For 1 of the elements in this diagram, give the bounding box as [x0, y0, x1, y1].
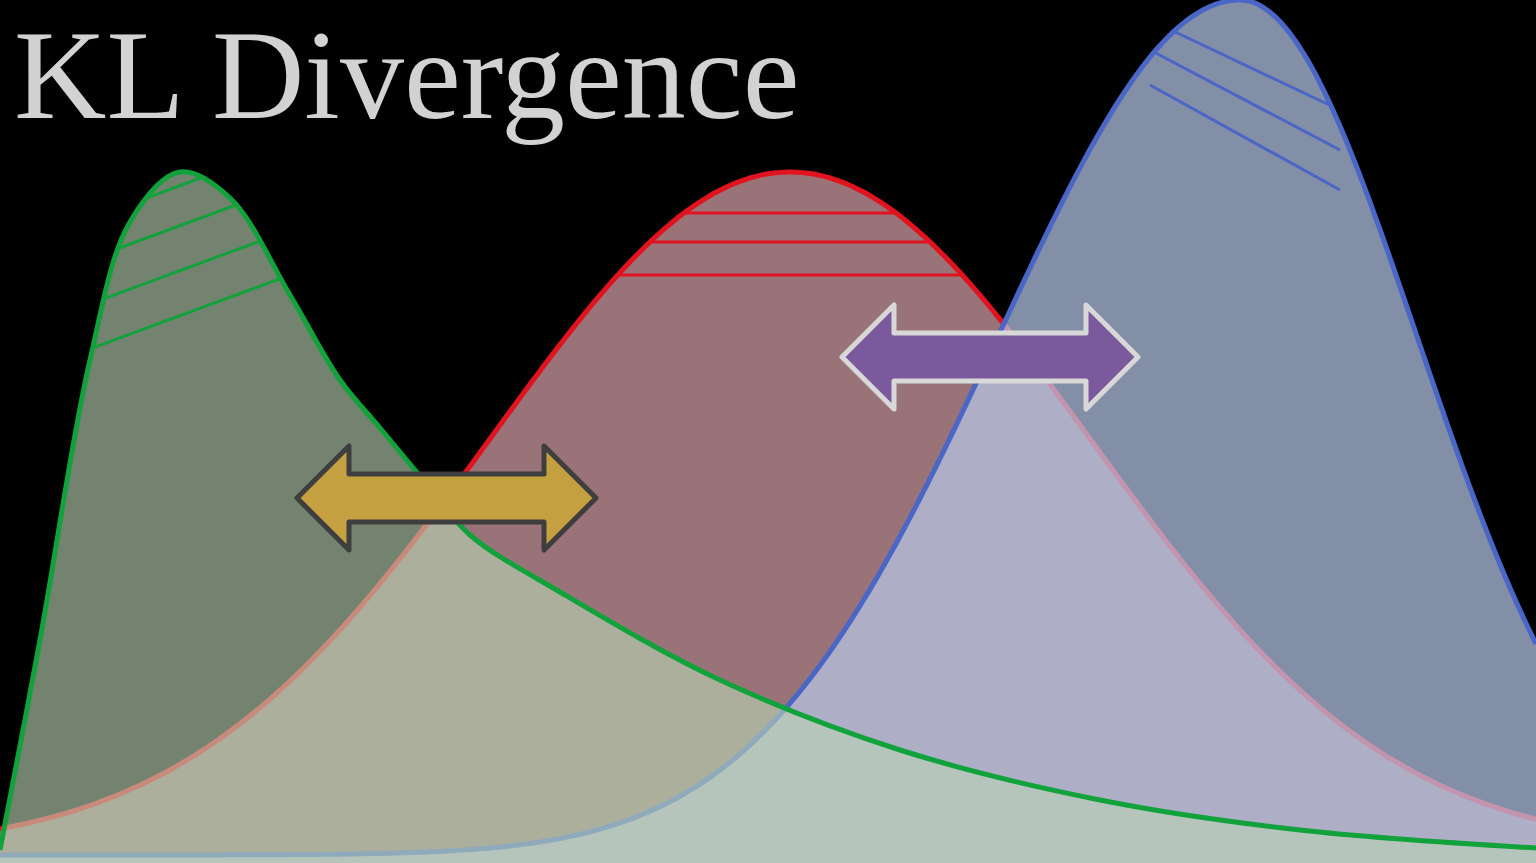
title: KL Divergence — [14, 3, 800, 148]
